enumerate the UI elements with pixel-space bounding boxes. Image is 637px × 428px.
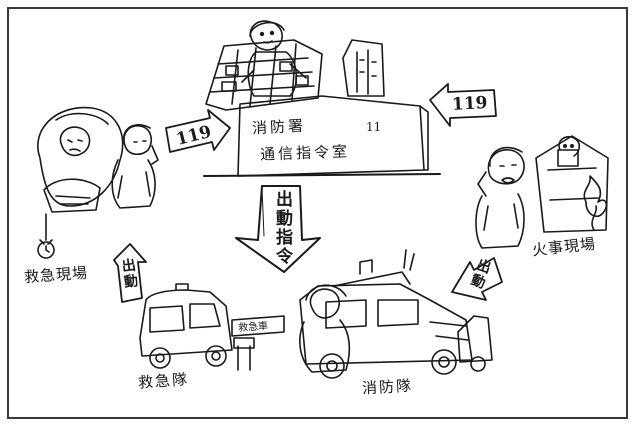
emergency-site-label: 救急現場 xyxy=(23,263,89,287)
call-arrow-right xyxy=(429,83,497,127)
command-room-label-line2: 通信指令室 xyxy=(259,142,351,164)
dispatch-order-label: 出動指令 xyxy=(272,190,292,266)
fire-team-label: 消防隊 xyxy=(361,376,414,398)
fire-engine-vehicle xyxy=(299,249,493,379)
command-room-label-line1: 消防署 xyxy=(251,116,307,138)
call-label-right: 119 xyxy=(451,93,488,115)
ambulance-team-label: 救急隊 xyxy=(137,370,190,392)
command-room-mark: 11 xyxy=(366,120,382,134)
ambulance-vehicle-sign: 救急車 xyxy=(237,320,269,335)
emergency-scene xyxy=(37,106,159,259)
dispatch-arrow-left xyxy=(113,243,147,303)
command-room-building xyxy=(203,20,441,177)
fire-scene xyxy=(475,135,609,249)
dispatch-arrow-right xyxy=(451,257,503,301)
dispatch-arrow-center xyxy=(235,185,321,273)
illustration-frame xyxy=(7,7,628,419)
call-arrow-left xyxy=(165,109,231,153)
dispatch-left-label: 出動 xyxy=(118,257,140,291)
ambulance-vehicle xyxy=(139,283,285,371)
